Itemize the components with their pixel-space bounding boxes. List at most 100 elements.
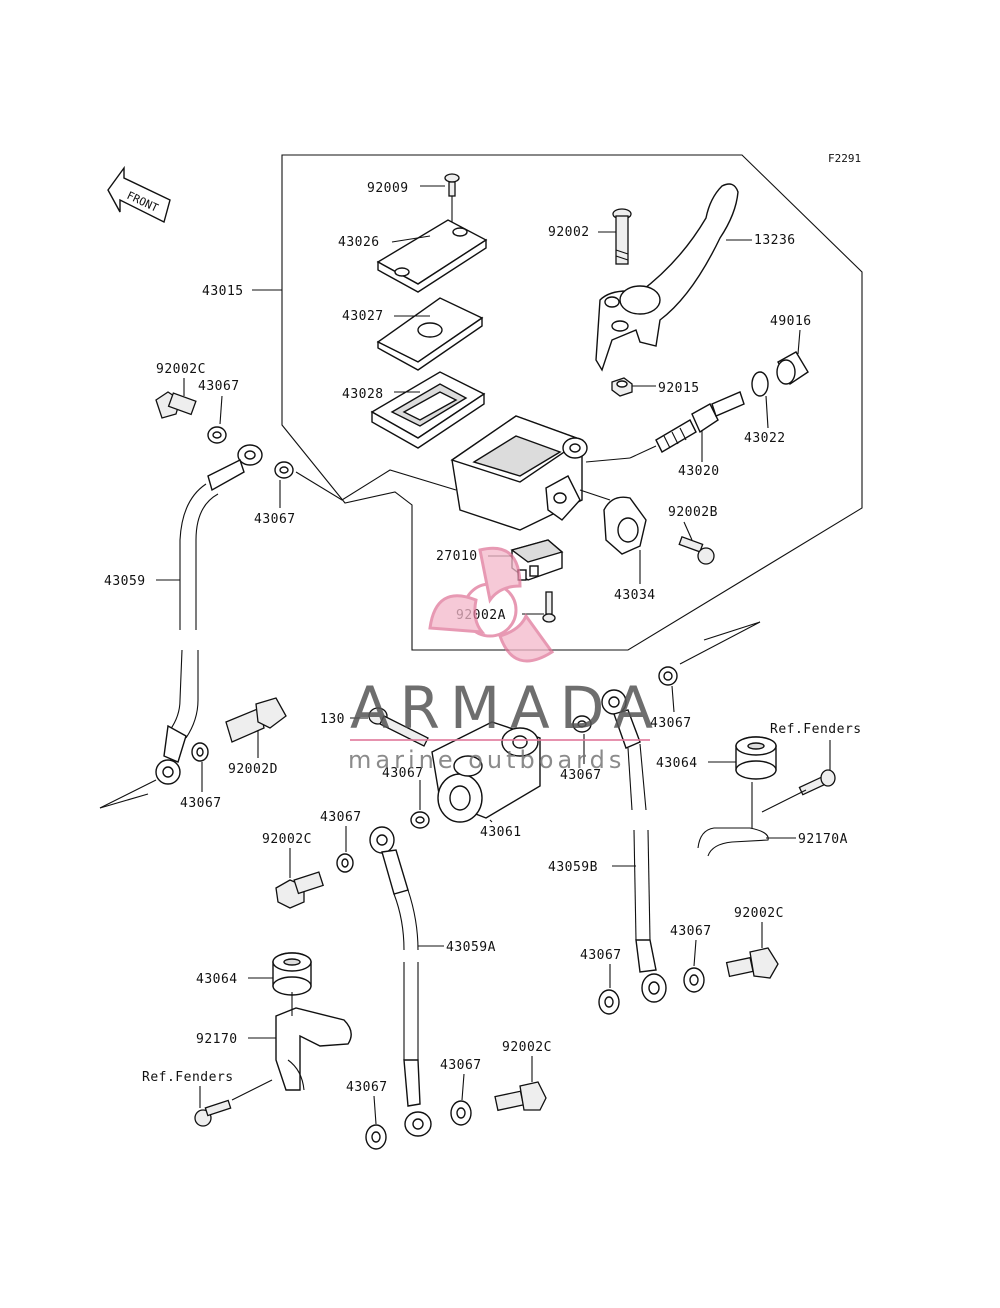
washer-43067-j <box>365 1124 387 1150</box>
clamp-92170 <box>275 992 352 1091</box>
label-92002C-b: 92002C <box>734 906 784 921</box>
banjo-bolt-92002C-right <box>725 947 779 979</box>
label-43067-g: 43067 <box>670 924 712 939</box>
label-13236: 13236 <box>754 233 796 248</box>
label-43061: 43061 <box>480 825 522 840</box>
grommet-43064-right <box>735 736 777 780</box>
label-92170A: 92170A <box>798 832 848 847</box>
cylinder-43061 <box>431 721 541 823</box>
label-92002C-d: 92002C <box>502 1040 552 1055</box>
label-43064-b: 43064 <box>196 972 238 987</box>
label-27010: 27010 <box>436 549 478 564</box>
label-43067-i: 43067 <box>320 810 362 825</box>
clamp-43034 <box>603 496 647 555</box>
leader-43067-b-axis <box>295 469 457 501</box>
diagram-code: F2291 <box>828 152 861 165</box>
clamp-92170A <box>697 782 769 857</box>
leader-43022 <box>765 395 769 429</box>
leader-hose-left-axis-2 <box>99 793 149 809</box>
label-43064-a: 43064 <box>656 756 698 771</box>
label-92002: 92002 <box>548 225 590 240</box>
assembly-outline-43015 <box>281 154 863 651</box>
label-49016: 49016 <box>770 314 812 329</box>
label-43026: 43026 <box>338 235 380 250</box>
leader-clamp-fit <box>579 489 611 501</box>
label-43034: 43034 <box>614 588 656 603</box>
leader-hose-left-axis <box>99 779 157 809</box>
watermark-logo-icon <box>428 546 555 663</box>
leader-43067-a <box>219 395 223 425</box>
washer-43067-a <box>207 426 227 444</box>
washer-43067-g <box>683 967 705 993</box>
bolt-92002D <box>225 697 287 743</box>
label-92002D: 92002D <box>228 762 278 777</box>
label-43067-b: 43067 <box>254 512 296 527</box>
grommet-43064-left <box>272 952 312 996</box>
diaphragm-plate-43027 <box>376 297 484 371</box>
screw-92009 <box>444 173 460 228</box>
brake-switch-27010 <box>510 539 564 581</box>
label-130: 130 <box>320 712 345 727</box>
leader-92002B <box>683 521 693 541</box>
label-43059B: 43059B <box>548 860 598 875</box>
washer-43067-f <box>658 666 678 686</box>
label-43028: 43028 <box>342 387 384 402</box>
screw-92002A <box>542 591 556 623</box>
banjo-bolt-92002C-bottom <box>494 1081 547 1112</box>
label-43020: 43020 <box>678 464 720 479</box>
label-92002B: 92002B <box>668 505 718 520</box>
leader-92170-bolt <box>231 1079 273 1101</box>
leader-piston-axis <box>585 457 631 463</box>
label-43067-h: 43067 <box>580 948 622 963</box>
washer-43067-b <box>274 461 294 479</box>
pivot-bolt-92002 <box>612 208 632 265</box>
bolt-ref-fenders-left <box>194 1099 232 1127</box>
leader-43067-g <box>693 939 697 967</box>
leader-43067-k <box>461 1073 465 1101</box>
dust-boot-49016 <box>776 351 809 386</box>
brake-hose-43059A <box>369 826 432 1137</box>
label-92002C-c: 92002C <box>262 832 312 847</box>
label-92009: 92009 <box>367 181 409 196</box>
piston-kit-43020 <box>655 391 745 453</box>
brake-lever-13236 <box>595 183 739 372</box>
banjo-bolt-92002C-top-left <box>155 391 197 419</box>
leader-49016 <box>797 329 801 355</box>
label-43067-j: 43067 <box>346 1080 388 1095</box>
bolt-92002B <box>678 535 715 565</box>
label-43067-k: 43067 <box>440 1058 482 1073</box>
brake-hose-43059B <box>601 689 667 1003</box>
front-arrow-icon: FRONT <box>107 165 171 224</box>
washer-43067-h <box>598 989 620 1015</box>
label-43022: 43022 <box>744 431 786 446</box>
leader-43026 <box>391 235 431 243</box>
washer-43067-e <box>572 715 592 733</box>
label-92002C-a: 92002C <box>156 362 206 377</box>
label-43059A: 43059A <box>446 940 496 955</box>
leader-92170A-bolt <box>761 789 807 813</box>
reservoir-cap-43026 <box>376 219 488 293</box>
banjo-bolt-92002C-left <box>275 871 324 909</box>
watermark-brand: ARMADA <box>350 674 663 742</box>
watermark-tagline: marine outboards <box>348 746 625 774</box>
bolt-130 <box>368 707 429 747</box>
washer-43067-i <box>336 853 354 873</box>
label-43067-a: 43067 <box>198 379 240 394</box>
brake-hose-43059 <box>155 444 263 785</box>
nut-92015 <box>611 377 633 397</box>
diaphragm-43028 <box>370 371 486 449</box>
leader-43067-f <box>671 685 675 713</box>
leader-hose-right-axis <box>679 621 761 665</box>
label-92170: 92170 <box>196 1032 238 1047</box>
label-92015: 92015 <box>658 381 700 396</box>
washer-43067-k <box>450 1100 472 1126</box>
washer-43067-d <box>410 811 430 829</box>
label-43059: 43059 <box>104 574 146 589</box>
master-cylinder-body <box>450 415 588 531</box>
label-43067-e: 43067 <box>560 768 602 783</box>
label-43067-f: 43067 <box>650 716 692 731</box>
leader-43067-j <box>373 1095 377 1125</box>
label-ref-fenders-b: Ref.Fenders <box>142 1070 234 1085</box>
leader-piston-axis-2 <box>629 445 657 459</box>
